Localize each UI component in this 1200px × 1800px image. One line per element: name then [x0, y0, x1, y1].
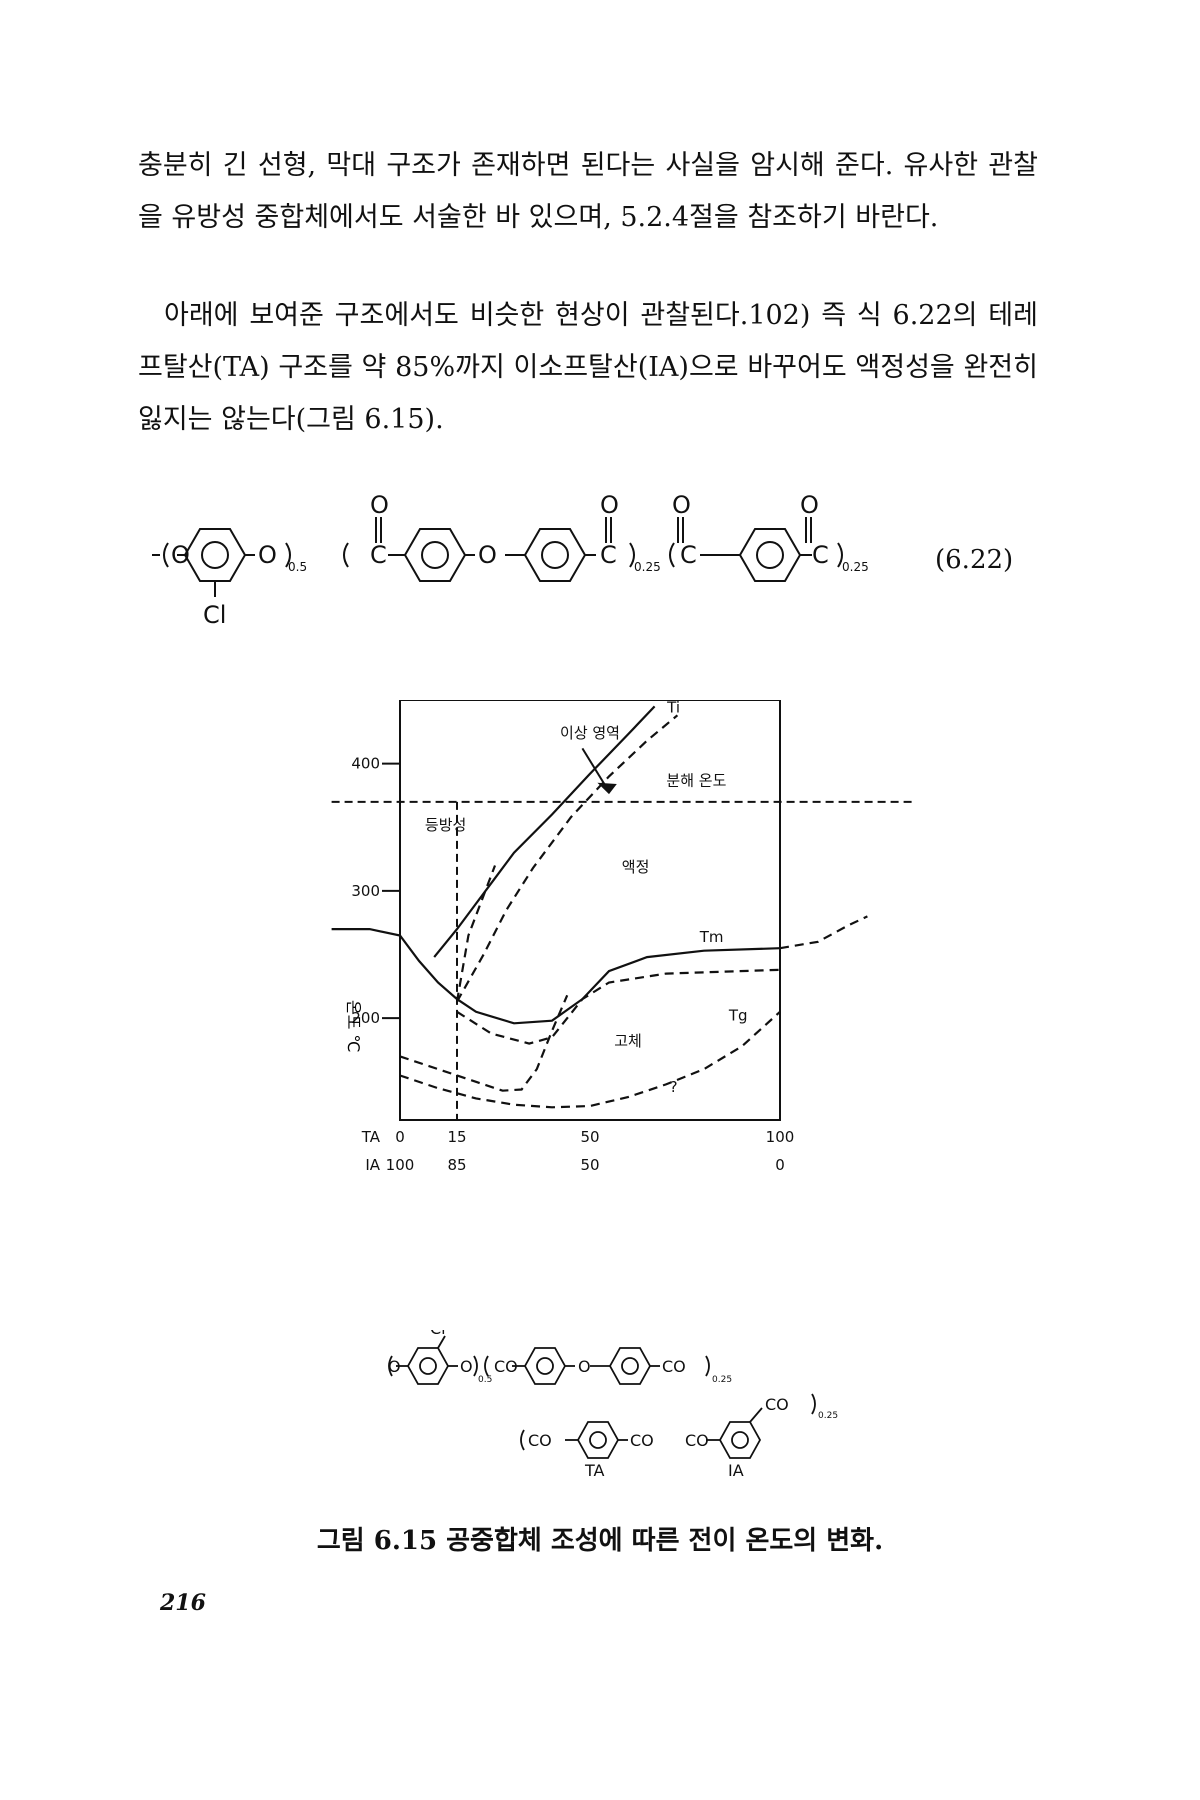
- formula-subscript: 0.25: [842, 560, 869, 574]
- formula-co: CO: [494, 1357, 518, 1376]
- formula-atom-o: O: [600, 495, 619, 519]
- series-line-5: [456, 968, 781, 1045]
- chart-annotation: ?: [670, 1078, 678, 1096]
- chart-annotation: Tg: [728, 1007, 748, 1025]
- y-tick-label: 200: [351, 1009, 380, 1027]
- formula-chlorine: Cl: [203, 601, 226, 629]
- formula-6-22: O O 0.5 O C O O C 0.25 O C O C 0.25 Cl: [152, 495, 869, 629]
- series-line-1: [456, 714, 679, 1003]
- x-tick-label-ta: 100: [766, 1128, 795, 1146]
- chart-annotation: Ti: [666, 700, 680, 717]
- formula-atom-o: O: [258, 541, 277, 569]
- figure-caption: 그림 6.15 공중합체 조성에 따른 전이 온도의 변화.: [316, 1526, 884, 1556]
- formula-chlorine: Cl: [430, 1330, 446, 1338]
- formula-co: CO: [662, 1357, 686, 1376]
- copolymer-formula: O O 0.5 CO O CO 0.25 Cl CO CO CO CO 0.25…: [388, 1330, 838, 1480]
- formula-atom-o: O: [171, 541, 190, 569]
- series-line-4: [779, 915, 868, 950]
- formula-co: CO: [528, 1431, 552, 1450]
- x-tick-label-ia: 100: [386, 1156, 415, 1174]
- chart-annotation: Tm: [699, 928, 724, 946]
- page-number: 216: [160, 1590, 206, 1616]
- chart-annotation: 이상 영역: [560, 724, 620, 742]
- formula-atom-c: C: [600, 541, 617, 569]
- formula-subscript: 0.5: [478, 1375, 492, 1385]
- plot-frame: [399, 700, 781, 1121]
- x-tick-label-ia: 0: [775, 1156, 785, 1174]
- formula-atom-o: O: [388, 1357, 401, 1376]
- x-axis-label-ta: TA: [361, 1128, 381, 1146]
- paragraph-2: 아래에 보여준 구조에서도 비슷한 현상이 관찰된다.102) 즉 식 6.22…: [138, 300, 1038, 435]
- paragraph-1: 충분히 긴 선형, 막대 구조가 존재하면 된다는 사실을 암시해 준다. 유사…: [138, 150, 1038, 233]
- x-tick-label-ia: 85: [447, 1156, 466, 1174]
- formula-atom-o: O: [460, 1357, 473, 1376]
- formula-subscript: 0.25: [634, 560, 661, 574]
- formula-atom-o: O: [370, 495, 389, 519]
- series-line-2: [455, 865, 497, 1002]
- x-tick-label-ta: 15: [447, 1128, 466, 1146]
- x-axis-label-ia: IA: [365, 1156, 380, 1174]
- x-tick-label-ta: 0: [395, 1128, 405, 1146]
- formula-subscript: 0.5: [288, 560, 307, 574]
- y-tick-label: 400: [351, 755, 380, 773]
- series-line-3: [331, 928, 781, 1025]
- chart-annotation: 액정: [622, 858, 650, 876]
- y-axis-label: 온도 ℃: [344, 1000, 363, 1053]
- benzene-ring-4: [738, 528, 802, 582]
- y-tick-label: 300: [351, 882, 380, 900]
- chart-annotation: 고체: [614, 1032, 642, 1050]
- chart-annotation: 등방성: [425, 816, 466, 834]
- formula-atom-c: C: [812, 541, 829, 569]
- formula-co: CO: [765, 1395, 789, 1414]
- formula-atom-o: O: [800, 495, 819, 519]
- formula-atom-o: O: [478, 541, 497, 569]
- x-tick-label-ia: 50: [580, 1156, 599, 1174]
- x-tick-label-ta: 50: [580, 1128, 599, 1146]
- benzene-ring-1: [183, 528, 247, 582]
- series-line-7: [399, 1010, 781, 1109]
- chart-annotation: 분해 온도: [666, 771, 726, 789]
- annotation-arrowhead: [597, 782, 617, 795]
- equation-number: (6.22): [935, 545, 1014, 575]
- series-line-0: [433, 705, 656, 958]
- formula-subscript: 0.25: [712, 1375, 732, 1385]
- formula-atom-c: C: [680, 541, 697, 569]
- formula-co: CO: [685, 1431, 709, 1450]
- formula-atom-c: C: [370, 541, 387, 569]
- benzene-ring-2: [403, 528, 467, 582]
- series-line-6: [399, 994, 569, 1092]
- formula-co: CO: [630, 1431, 654, 1450]
- label-ta: TA: [584, 1461, 605, 1480]
- formula-atom-o: O: [672, 495, 691, 519]
- formula-subscript: 0.25: [818, 1411, 838, 1421]
- benzene-ring-3: [523, 528, 587, 582]
- label-ia: IA: [728, 1461, 744, 1480]
- formula-atom-o: O: [578, 1357, 591, 1376]
